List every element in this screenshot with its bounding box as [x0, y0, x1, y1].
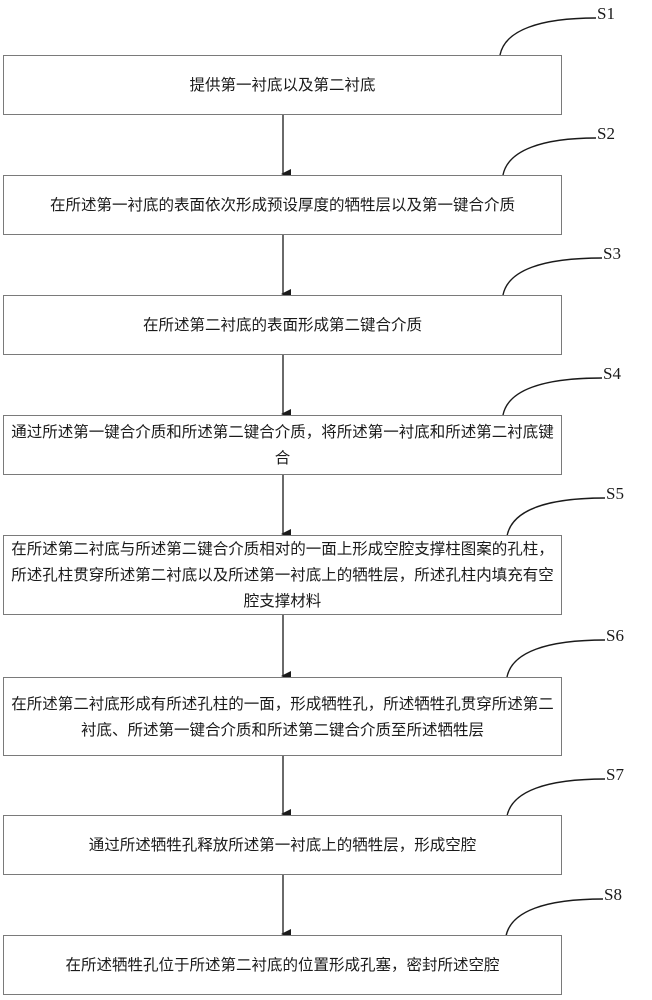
- step-text: 通过所述牺牲孔释放所述第一衬底上的牺牲层，形成空腔: [88, 836, 477, 854]
- step-box-s4: 通过所述第一键合介质和所述第二键合介质，将所述第一衬底和所述第二衬底键合: [3, 415, 562, 475]
- leader-s4: [502, 377, 603, 416]
- step-text: 在所述第二衬底与所述第二键合介质相对的一面上形成空腔支撑柱图案的孔柱，所述孔柱贯…: [11, 540, 554, 610]
- step-label-s2: S2: [597, 124, 615, 143]
- step-label-s6: S6: [606, 626, 624, 645]
- step-label-s8: S8: [604, 885, 622, 904]
- step-label-s4: S4: [603, 364, 621, 383]
- step-box-s3: 在所述第二衬底的表面形成第二键合介质: [3, 295, 562, 355]
- leader-s6: [506, 639, 606, 678]
- step-box-s6: 在所述第二衬底形成有所述孔柱的一面，形成牺牲孔，所述牺牲孔贯穿所述第二衬底、所述…: [3, 677, 562, 756]
- step-label-s1: S1: [597, 4, 615, 23]
- leader-s1: [499, 17, 597, 56]
- step-text: 在所述第二衬底形成有所述孔柱的一面，形成牺牲孔，所述牺牲孔贯穿所述第二衬底、所述…: [11, 694, 554, 739]
- step-text: 提供第一衬底以及第二衬底: [189, 76, 376, 94]
- step-label-s3: S3: [603, 244, 621, 263]
- leader-s2: [502, 137, 597, 176]
- step-text: 在所述第二衬底的表面形成第二键合介质: [142, 316, 422, 334]
- leader-s3: [502, 257, 603, 296]
- leader-s7: [506, 778, 606, 817]
- leader-s8: [505, 898, 604, 937]
- step-box-s1: 提供第一衬底以及第二衬底: [3, 55, 562, 115]
- step-text: 通过所述第一键合介质和所述第二键合介质，将所述第一衬底和所述第二衬底键合: [11, 423, 554, 467]
- step-box-s2: 在所述第一衬底的表面依次形成预设厚度的牺牲层以及第一键合介质: [3, 175, 562, 235]
- step-text: 在所述牺牲孔位于所述第二衬底的位置形成孔塞，密封所述空腔: [65, 956, 500, 974]
- step-label-s5: S5: [606, 484, 624, 503]
- step-text: 在所述第一衬底的表面依次形成预设厚度的牺牲层以及第一键合介质: [49, 196, 515, 214]
- step-label-s7: S7: [606, 765, 624, 784]
- step-box-s5: 在所述第二衬底与所述第二键合介质相对的一面上形成空腔支撑柱图案的孔柱，所述孔柱贯…: [3, 535, 562, 615]
- leader-s5: [506, 497, 606, 537]
- step-box-s7: 通过所述牺牲孔释放所述第一衬底上的牺牲层，形成空腔: [3, 815, 562, 875]
- step-box-s8: 在所述牺牲孔位于所述第二衬底的位置形成孔塞，密封所述空腔: [3, 935, 562, 995]
